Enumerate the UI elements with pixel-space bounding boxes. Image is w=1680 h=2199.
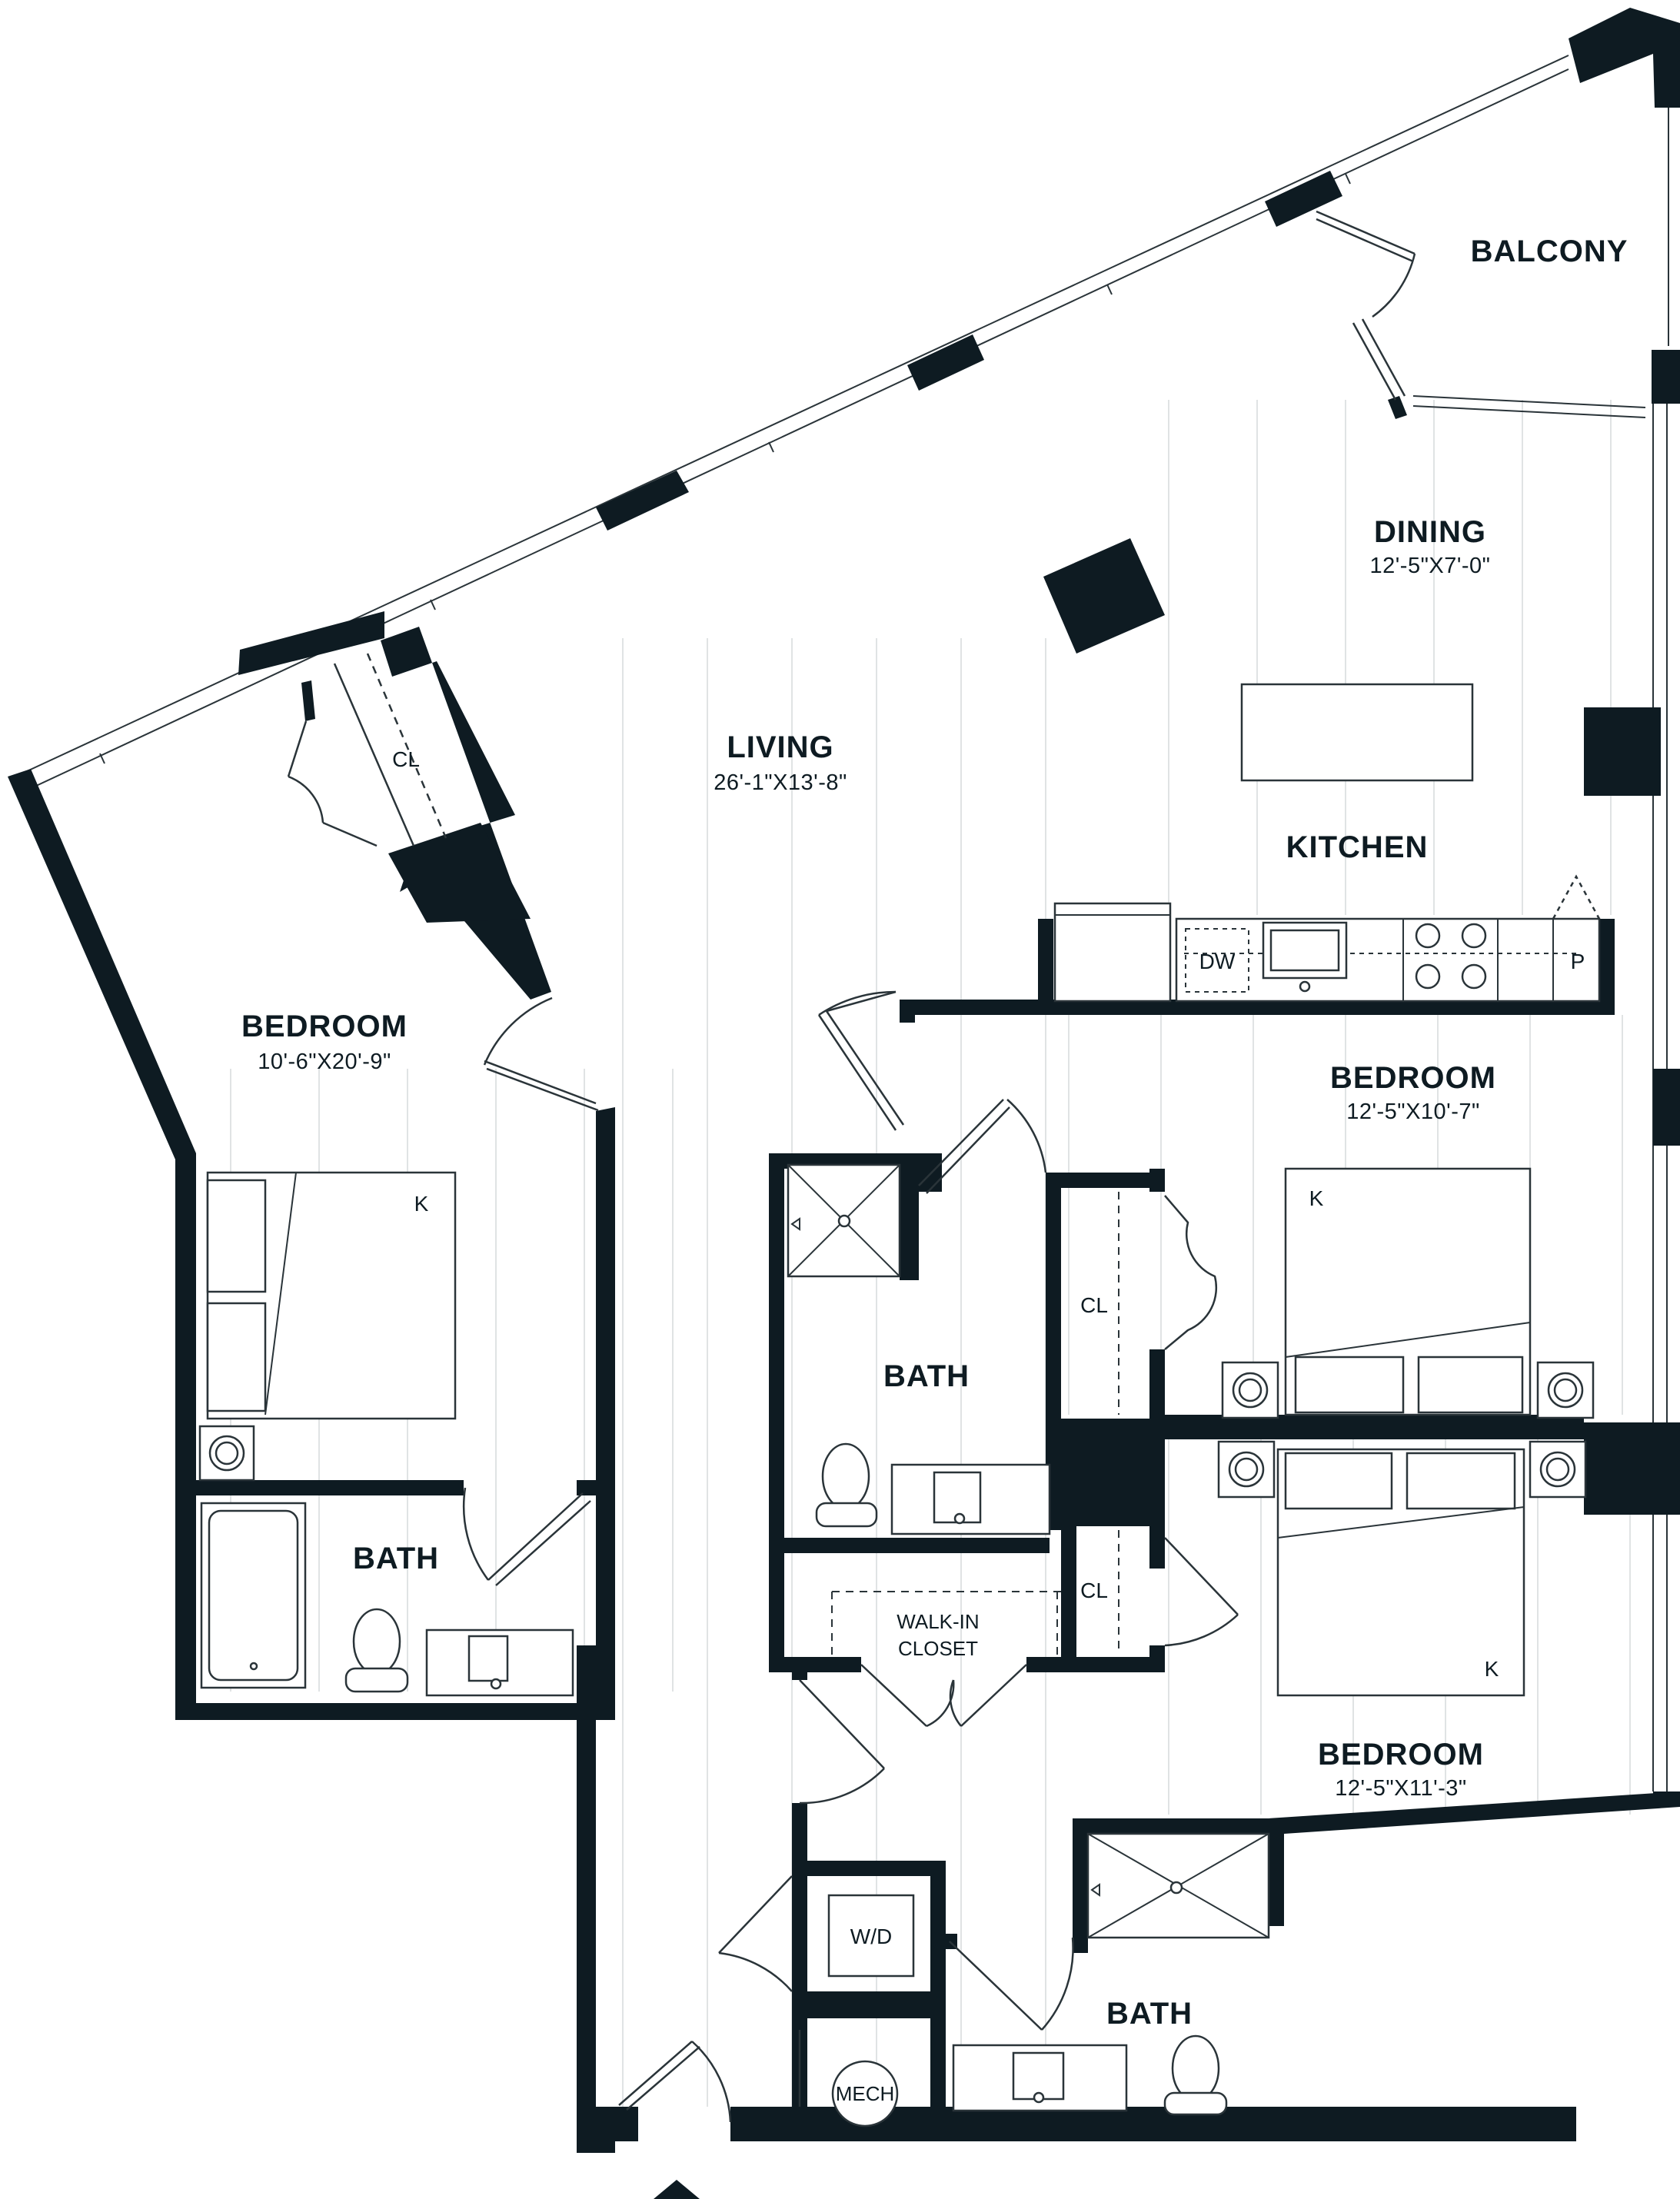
nightstand-east-upper-left [1221,1361,1279,1419]
vanity-west [425,1628,574,1697]
shower-center [787,1163,901,1278]
bed-king-east-upper [1284,1167,1532,1416]
bed-king-west [206,1171,457,1420]
label-bedroom-east-upper: BEDROOM [1330,1061,1496,1095]
label-balcony: BALCONY [1471,235,1628,268]
washer-dryer [827,1894,915,1978]
label-bedroom-east-lower-dim: 12'-5"X11'-3" [1335,1776,1466,1801]
label-walk-in-line2: CLOSET [898,1637,978,1660]
label-bedroom-east-lower: BEDROOM [1318,1738,1484,1772]
label-dining-dim: 12'-5"X7'-0" [1370,554,1491,578]
entry-door[interactable] [618,2041,732,2123]
label-living-dim: 26'-1"X13'-8" [714,770,847,795]
door-walk-in-closet[interactable] [860,1664,1027,1728]
label-closet-west: CL [392,747,420,771]
label-king-west: K [414,1192,429,1216]
door-bath-west[interactable] [462,1487,591,1586]
label-bath-west: BATH [353,1542,439,1575]
door-laundry[interactable] [718,1875,793,1992]
nightstand-east-lower-right [1529,1440,1587,1499]
door-bath-center[interactable] [918,1099,1047,1194]
nightstand-west [198,1425,255,1482]
label-bedroom-west-dim: 10'-6"X20'-9" [258,1050,391,1074]
door-hall-to-walk-in[interactable] [799,1679,885,1805]
shower-south [1086,1832,1270,1939]
kitchen-island [1240,683,1474,782]
label-bedroom-east-upper-dim: 12'-5"X10'-7" [1346,1100,1480,1124]
toilet-south [1163,2034,1228,2116]
door-bath-south[interactable] [949,1937,1074,2031]
door-closet-upper[interactable] [1164,1195,1218,1350]
balcony-door[interactable] [1316,210,1416,401]
label-dining: DINING [1374,515,1486,549]
label-washer-dryer: W/D [850,1925,892,1948]
mechanical-unit [831,2060,899,2127]
door-west-bedroom[interactable] [483,996,599,1112]
label-kitchen: KITCHEN [1286,830,1429,864]
door-closet-west[interactable] [287,653,447,847]
label-dishwasher: DW [1199,950,1236,973]
walk-in-closet [831,1591,1061,1657]
toilet-center [815,1442,878,1528]
bed-king-east-lower [1276,1448,1525,1697]
kitchen-counter [1053,874,1601,1003]
label-pantry: P [1571,950,1585,973]
label-king-east-lower: K [1485,1657,1499,1681]
label-living: LIVING [727,730,833,764]
label-bedroom-west: BEDROOM [241,1010,408,1043]
label-king-east-upper: K [1309,1186,1324,1210]
nightstand-east-upper-right [1536,1361,1595,1419]
label-bath-south: BATH [1106,1997,1193,2031]
label-closet-lower: CL [1080,1579,1108,1602]
label-closet-upper: CL [1080,1293,1108,1317]
label-bath-center: BATH [883,1359,970,1393]
toilet-west [344,1608,409,1693]
nightstand-east-lower-left [1217,1440,1276,1499]
bathtub-west [200,1502,307,1689]
walls [8,8,1680,2199]
label-walk-in-line1: WALK-IN [897,1610,979,1633]
door-living-to-bedroom[interactable] [817,990,905,1131]
door-closet-lower[interactable] [1164,1537,1239,1647]
label-mech: MECH [836,2082,895,2105]
vanity-south [952,2044,1128,2112]
vanity-center [890,1463,1051,1535]
